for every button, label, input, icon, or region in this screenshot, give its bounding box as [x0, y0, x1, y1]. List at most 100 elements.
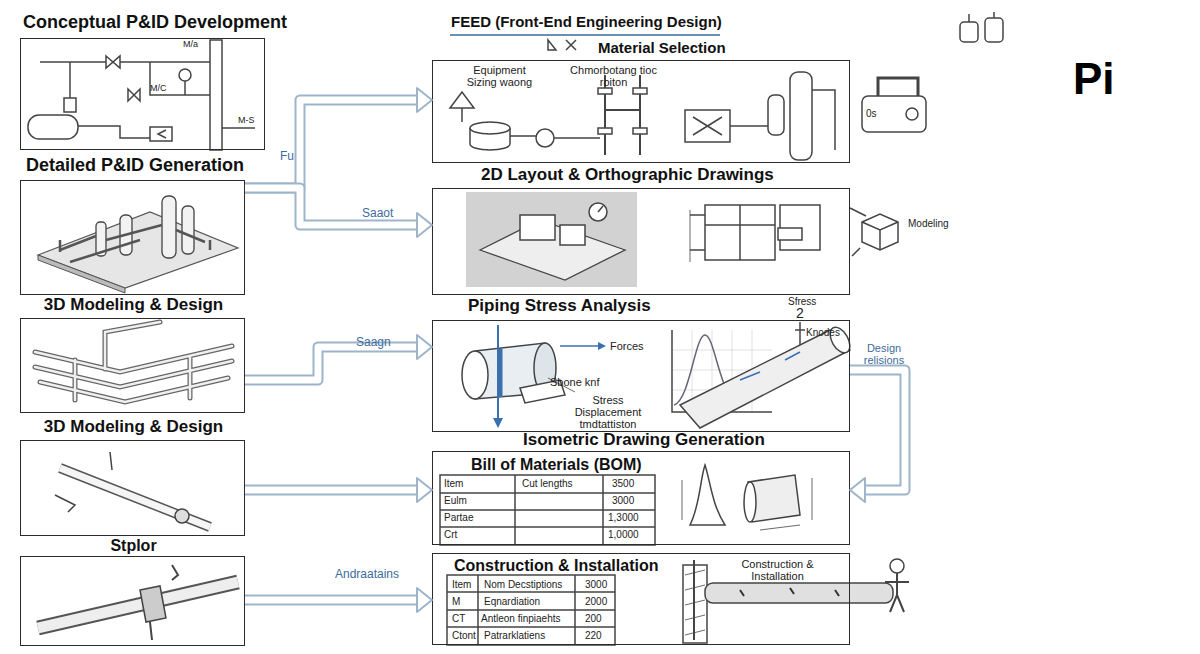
pipe — [38, 582, 238, 628]
force-arrow — [560, 345, 598, 347]
small-tank — [960, 22, 978, 42]
tag-label: M/a — [183, 40, 198, 50]
flow-arrow — [245, 188, 432, 237]
orthographic-lines — [690, 205, 820, 260]
tag-label: M/C — [150, 84, 167, 94]
gauge — [906, 108, 918, 120]
axis-marker — [795, 322, 805, 345]
table-cell: Crt — [444, 529, 457, 540]
table-cell: Eqnardiation — [484, 596, 540, 607]
pump — [536, 129, 554, 147]
flange — [633, 128, 647, 134]
table-cell: Antleon finpiaehts — [481, 613, 561, 624]
column-vessel — [790, 72, 812, 160]
panel-heading: Isometric Drawing Generation — [523, 431, 765, 450]
pipe-body — [680, 330, 850, 428]
pipe-end — [462, 351, 488, 399]
table-frame — [447, 575, 615, 645]
arrow-head — [417, 213, 432, 237]
panel-heading: Stplor — [21, 537, 246, 555]
arrow-band — [245, 347, 418, 380]
arrow-band-inner — [245, 347, 418, 380]
stage-panel: Conceptual P&ID Development — [20, 38, 265, 150]
signal-line — [184, 81, 186, 95]
panel-heading: Conceptual P&ID Development — [23, 13, 287, 33]
annotation: Knodes — [806, 327, 840, 338]
pipe — [60, 468, 210, 527]
arrow-head — [850, 478, 865, 502]
panel-subheading: Bill of Materials (BOM) — [471, 456, 642, 474]
equipment-mark — [693, 117, 722, 135]
table-cell: Ctont — [452, 630, 476, 641]
arrow-band-inner — [850, 370, 905, 490]
tower — [182, 206, 194, 254]
arrow-band — [245, 595, 418, 606]
table-cell: Item — [444, 478, 463, 489]
arrow-head — [598, 342, 606, 350]
process-line — [462, 108, 600, 138]
table-cell: Eulm — [444, 495, 467, 506]
arrow-band-inner — [245, 100, 418, 188]
flow-arrow — [245, 88, 432, 188]
table-cell: 220 — [585, 630, 602, 641]
heat-exchanger — [150, 127, 172, 141]
table-cell: 1,0000 — [608, 529, 639, 540]
tank-top — [470, 122, 510, 134]
arrow-head — [417, 588, 432, 612]
photo-panel — [466, 192, 637, 287]
table-cell: 1,3000 — [608, 512, 639, 523]
annotation: Stress Displacement tmdtattiston — [568, 394, 648, 430]
title-icon — [548, 40, 576, 50]
table-grid — [440, 475, 655, 545]
arrow-label: Fu — [280, 150, 294, 163]
table-cell: Cut lengths — [522, 478, 573, 489]
worker-body — [885, 573, 909, 612]
pipe-rack — [35, 322, 232, 402]
panel-heading: FEED (Front-End Engineering Design) — [451, 14, 722, 31]
table-cell: CT — [452, 613, 465, 624]
gauge — [589, 203, 607, 221]
arrow-band — [850, 370, 905, 490]
piping — [60, 225, 210, 262]
load-arrow — [497, 325, 499, 418]
arrow-label: Design relisions — [852, 342, 916, 366]
title-underline — [450, 34, 720, 36]
arrow-band — [245, 100, 418, 188]
flow-arrow — [245, 478, 432, 502]
gate-valve — [128, 89, 140, 101]
table-cell: Patrarklatiens — [484, 630, 545, 641]
annotation: Chmorbotang tioc roiton — [566, 64, 661, 88]
annotation: Equipment Sizing waong — [457, 64, 542, 88]
gauge-needle — [598, 206, 603, 212]
column-vessel — [210, 40, 222, 150]
arrow-head — [417, 335, 432, 359]
dimension-line — [690, 210, 691, 262]
dimension-line — [682, 478, 812, 530]
table-cell: Nom Decstiptions — [484, 579, 562, 590]
pipe — [38, 582, 238, 628]
flow-arrow — [850, 370, 905, 502]
table-frame — [440, 475, 655, 545]
storage-tank — [28, 115, 78, 139]
table-cell: 3000 — [585, 579, 607, 590]
panel-subheading: Material Selection — [598, 40, 726, 57]
annotation: 2 — [796, 306, 804, 321]
cone-fitting — [690, 465, 725, 525]
arrow-label: Saagn — [356, 336, 391, 349]
leader-line — [55, 452, 112, 512]
orthographic-detail — [778, 228, 802, 240]
panel-heading: Detailed P&ID Generation — [26, 156, 244, 176]
pipe-clamp — [140, 586, 166, 622]
annotation: Construction & Installation — [730, 558, 825, 582]
pole — [693, 560, 695, 640]
small-tank — [985, 18, 1003, 42]
pipe-rack — [35, 322, 232, 402]
arrow-head — [417, 478, 432, 502]
flow-symbol — [158, 130, 166, 138]
drum — [768, 95, 784, 135]
process-line — [730, 90, 835, 150]
gate-valve — [106, 56, 120, 68]
annotation: Forces — [610, 340, 644, 352]
table-grid — [447, 575, 615, 645]
